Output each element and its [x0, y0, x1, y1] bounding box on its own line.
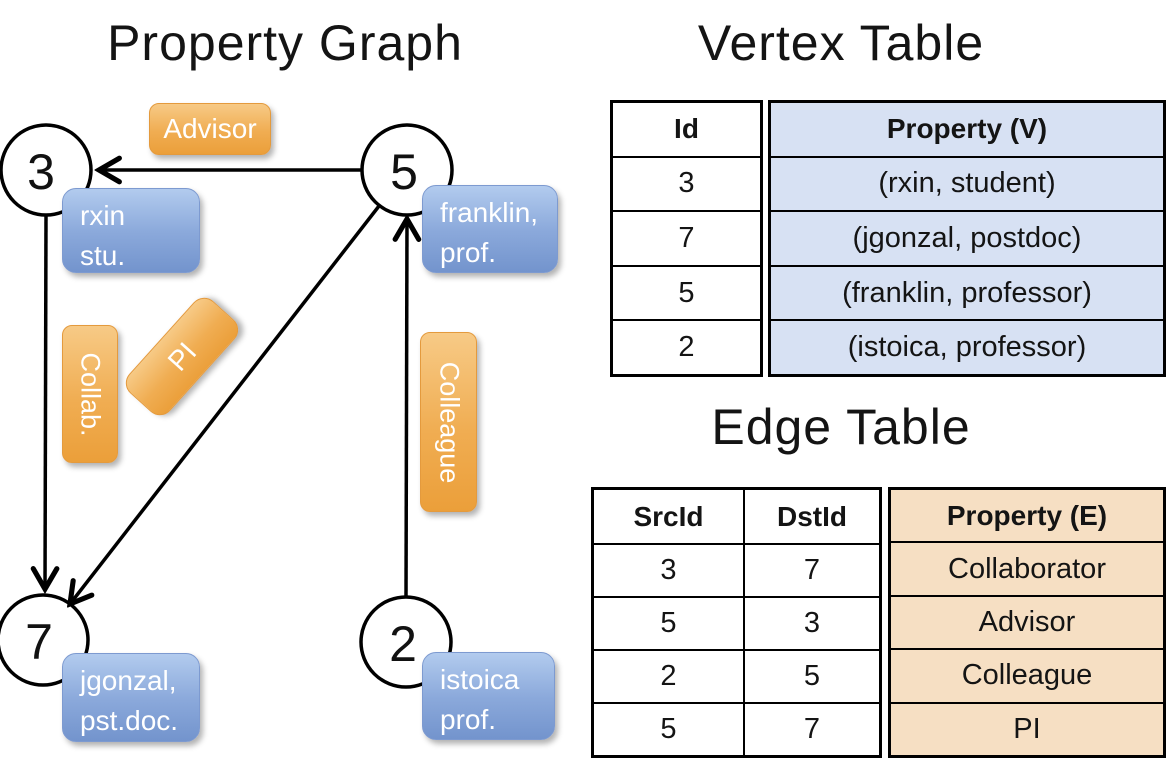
- vertex-table-property-cell: (rxin, student): [771, 155, 1163, 211]
- node-7-label: 7: [25, 614, 53, 670]
- vertex-table-id-cell: 7: [613, 210, 760, 265]
- vertex-prop-istoica-line2: prof.: [440, 703, 497, 735]
- vertex-table-id-column: Id 3 7 5 2: [610, 100, 763, 377]
- edge-table-src-cell: 5: [594, 702, 743, 755]
- edge-label-pi-text: PI: [161, 335, 203, 377]
- vertex-table-property-column: Property (V) (rxin, student) (jgonzal, p…: [768, 100, 1166, 377]
- edge-5-to-7-pi: [70, 204, 381, 604]
- vertex-prop-istoica-line1: istoica: [440, 664, 520, 695]
- vertex-table-property-cell: (jgonzal, postdoc): [771, 210, 1163, 265]
- vertex-prop-jgonzal: jgonzal, pst.doc.: [62, 653, 200, 742]
- vertex-prop-rxin: rxin stu.: [62, 188, 200, 273]
- edge-table-src-cell: 2: [594, 649, 743, 702]
- vertex-prop-istoica: istoica prof.: [422, 652, 555, 740]
- vertex-table-property-cell: (franklin, professor): [771, 264, 1163, 320]
- edge-2-to-5-colleague: [406, 219, 407, 598]
- edge-3-to-7-collab: [45, 215, 46, 589]
- edge-table-property-column: Property (E) Collaborator Advisor Collea…: [888, 487, 1166, 758]
- vertex-prop-jgonzal-line1: jgonzal,: [80, 665, 177, 696]
- edge-table-property-header: Property (E): [891, 490, 1163, 542]
- edge-label-collab-text: Collab.: [75, 351, 106, 437]
- vertex-table-id-cell: 3: [613, 155, 760, 211]
- edge-table-property-cell: PI: [891, 701, 1163, 756]
- vertex-prop-rxin-line1: rxin: [80, 200, 126, 231]
- edge-table-src-header: SrcId: [633, 500, 704, 532]
- edge-table-dst-cell: 7: [743, 702, 879, 755]
- node-3-label: 3: [27, 144, 55, 200]
- edge-table-id-columns: SrcId DstId 3 7 5 3 2 5 5 7: [591, 487, 882, 758]
- vertex-table-id-cell: 2: [613, 319, 760, 374]
- vertex-prop-franklin-line2: prof.: [440, 236, 497, 268]
- edge-table-dst-header: DstId: [743, 490, 879, 543]
- edge-table-property-cell: Advisor: [891, 594, 1163, 649]
- edge-table-dst-cell: 7: [743, 543, 879, 596]
- edge-label-colleague-text: Colleague: [434, 361, 464, 483]
- vertex-table-title: Vertex Table: [697, 15, 985, 71]
- edge-table-dst-cell: 3: [743, 596, 879, 649]
- edge-label-advisor: Advisor: [149, 103, 271, 155]
- vertex-prop-rxin-line2: stu.: [80, 239, 126, 271]
- edge-label-advisor-text: Advisor: [163, 113, 257, 144]
- vertex-prop-franklin: franklin, prof.: [422, 185, 558, 273]
- edge-table-property-cell: Colleague: [891, 648, 1163, 702]
- edge-table-title: Edge Table: [711, 399, 971, 455]
- vertex-table-id-cell: 5: [613, 264, 760, 320]
- node-2-label: 2: [389, 616, 417, 672]
- edge-table-dst-cell: 5: [743, 649, 879, 702]
- property-graph-title: Property Graph: [107, 15, 463, 71]
- vertex-table-id-header: Id: [674, 113, 699, 145]
- vertex-prop-jgonzal-line2: pst.doc.: [80, 704, 179, 736]
- node-5-label: 5: [390, 144, 418, 200]
- vertex-table-property-cell: (istoica, professor): [771, 319, 1163, 374]
- edge-table-src-cell: 3: [594, 543, 743, 596]
- edge-table-src-cell: 5: [594, 596, 743, 649]
- edge-label-collab: Collab.: [62, 325, 118, 463]
- vertex-prop-franklin-line1: franklin,: [440, 197, 539, 228]
- edge-label-colleague: Colleague: [420, 332, 477, 512]
- vertex-table-property-header: Property (V): [771, 103, 1163, 156]
- edge-table-property-cell: Collaborator: [891, 541, 1163, 595]
